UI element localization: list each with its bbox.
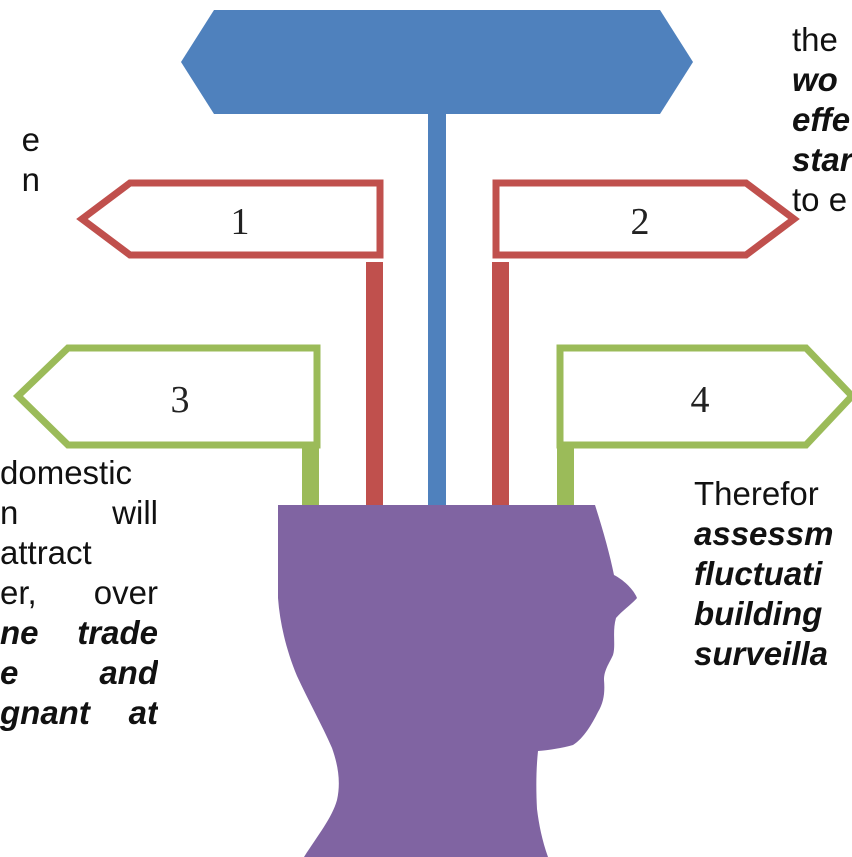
blue-pole xyxy=(428,112,446,510)
text-line: wo xyxy=(792,61,838,98)
sign-2-label: 2 xyxy=(631,201,650,243)
text-line: to e xyxy=(792,181,848,218)
sign-4-board xyxy=(556,344,852,449)
green-pole-right xyxy=(557,448,574,510)
sign-3-label: 3 xyxy=(171,379,190,421)
text-line: the xyxy=(792,21,838,58)
text-line: assessm xyxy=(694,515,834,552)
text-line: attract xyxy=(0,534,92,571)
text-line: star xyxy=(792,141,852,178)
text-line: e and xyxy=(0,654,158,691)
head-silhouette xyxy=(278,505,637,857)
text-line: n will xyxy=(0,494,158,531)
text-line: effe xyxy=(792,101,851,138)
sign-2-board xyxy=(492,179,800,259)
text-line: fluctuati xyxy=(694,555,823,592)
text-line: er, over xyxy=(0,574,158,611)
text-line: e xyxy=(21,121,40,158)
red-pole-left xyxy=(366,262,383,510)
sign-4-label: 4 xyxy=(691,379,710,421)
text-line: building xyxy=(694,595,823,632)
sign-3-board xyxy=(12,344,321,449)
text-line: gnant at xyxy=(0,694,158,731)
top-sign xyxy=(181,10,693,114)
red-pole-right xyxy=(492,262,509,510)
text-line: Therefor xyxy=(694,475,819,512)
text-line: ne trade xyxy=(0,614,158,651)
sign-1-label: 1 xyxy=(231,201,250,243)
text-line: domestic xyxy=(0,454,133,491)
text-line: surveilla xyxy=(694,635,828,672)
text-line: n xyxy=(21,161,40,198)
sign-1-board xyxy=(76,179,384,259)
green-pole-left xyxy=(302,448,319,510)
text-fragment-top-left: e n xyxy=(0,120,40,200)
